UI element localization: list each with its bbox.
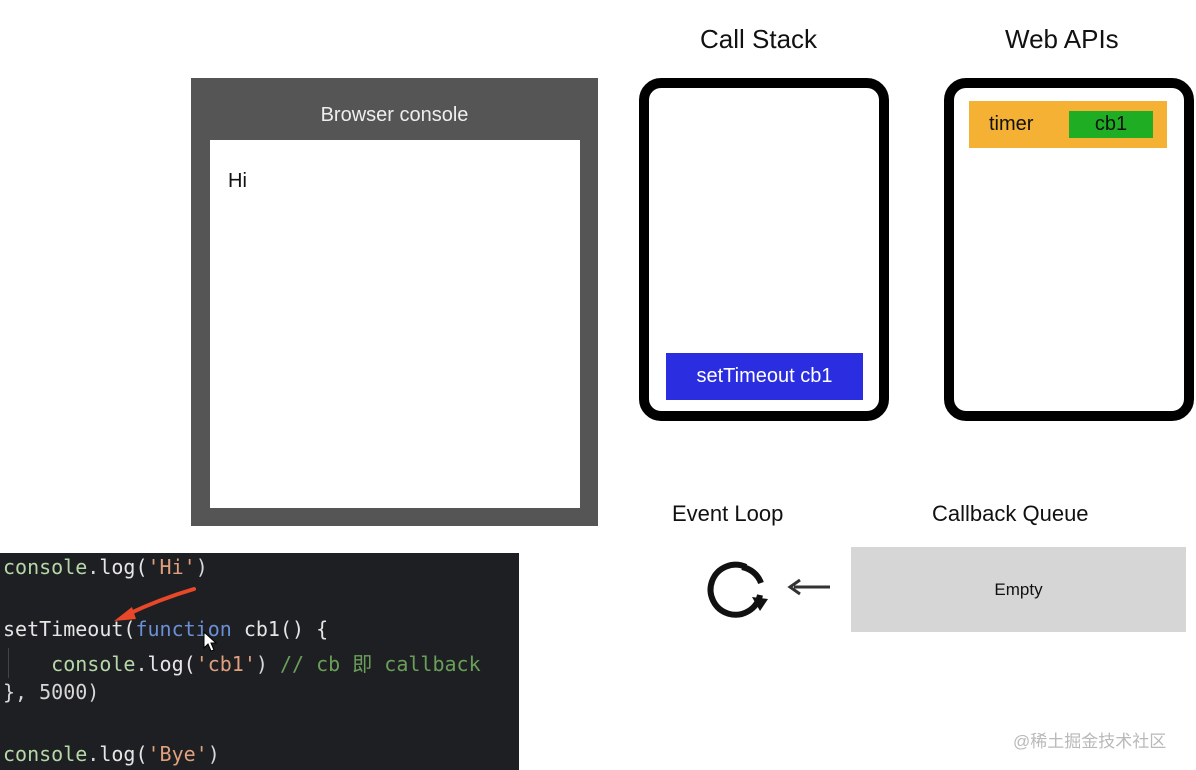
call-stack-frame: setTimeout cb1	[666, 353, 863, 400]
code-editor: console.log('Hi') setTimeout(function cb…	[0, 553, 519, 770]
browser-console: Browser console Hi	[191, 78, 598, 526]
arrow-left-icon	[787, 578, 830, 596]
code-line-5: console.log('Bye')	[3, 742, 220, 766]
code-line-1: console.log('Hi')	[3, 555, 208, 579]
web-apis-box: timer cb1	[944, 78, 1194, 421]
mouse-cursor-icon	[203, 631, 217, 652]
code-line-3: console.log('cb1') // cb 即 callback	[51, 652, 481, 676]
code-line-4: }, 5000)	[3, 680, 100, 704]
console-output-line: Hi	[228, 170, 247, 192]
watermark: @稀土掘金技术社区	[1013, 732, 1167, 751]
annotation-arrow-icon	[114, 587, 196, 621]
timer-callback: cb1	[1069, 111, 1153, 138]
browser-console-output: Hi	[210, 140, 580, 508]
event-loop-title: Event Loop	[672, 501, 784, 526]
browser-console-title: Browser console	[320, 104, 469, 126]
web-apis-title: Web APIs	[1005, 24, 1119, 54]
loop-icon	[707, 561, 768, 618]
timer-label: timer	[989, 113, 1034, 135]
web-api-timer: timer cb1	[969, 101, 1167, 148]
call-stack-title: Call Stack	[700, 24, 818, 54]
callback-queue-box: Empty	[851, 547, 1186, 632]
indent-guide	[8, 648, 9, 678]
call-stack-box: setTimeout cb1	[639, 78, 889, 421]
callback-queue-title: Callback Queue	[932, 501, 1089, 526]
code-line-2: setTimeout(function cb1() {	[3, 617, 329, 641]
